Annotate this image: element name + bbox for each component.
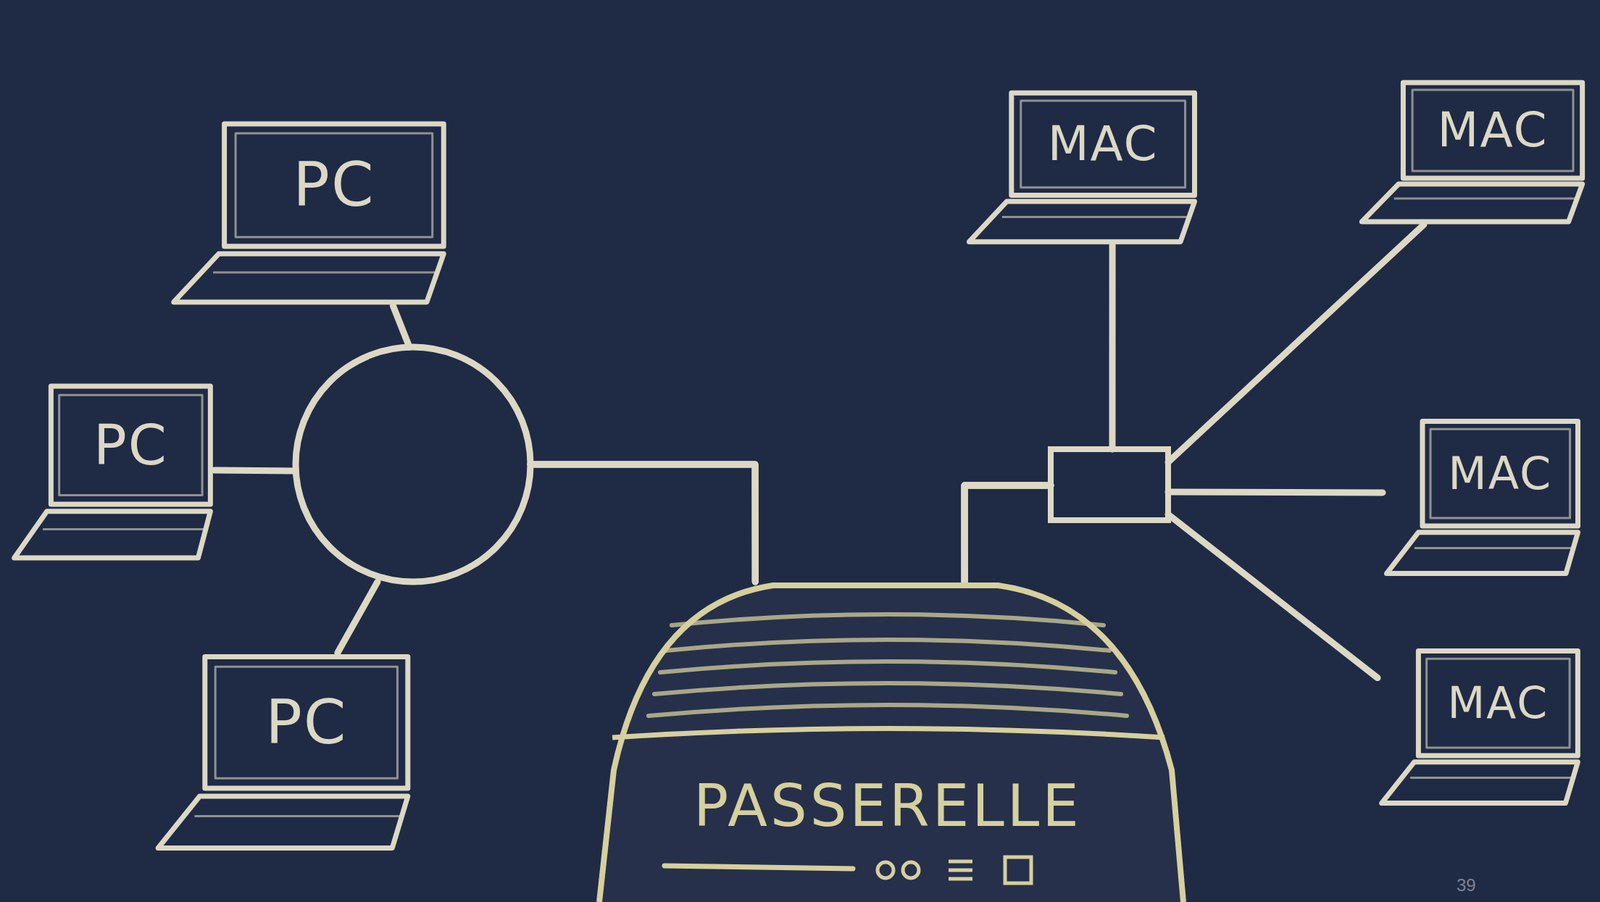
- computer-label: PC: [292, 152, 375, 217]
- computer-node: MAC: [964, 89, 1200, 245]
- network-cable: [964, 224, 1424, 582]
- page-number: 39: [1456, 875, 1477, 896]
- screen-label-area: MAC: [1402, 82, 1582, 179]
- gateway-label-area: PASSERELLE: [639, 763, 1136, 850]
- switch-box: [1050, 449, 1169, 521]
- computer-label: PC: [93, 416, 169, 475]
- gateway-node: PASSERELLE: [592, 581, 1184, 902]
- screen-label-area: PC: [224, 123, 445, 247]
- computer-node: MAC: [1382, 418, 1582, 577]
- laptop-outline: [1382, 418, 1582, 577]
- computer-node: PC: [168, 120, 450, 306]
- computer-node: MAC: [1377, 647, 1582, 807]
- network-cable: [964, 244, 1113, 582]
- computer-node: PC: [152, 652, 414, 853]
- gateway-outline: [592, 581, 1184, 902]
- screen-label-area: PC: [50, 386, 211, 505]
- computer-label: MAC: [1047, 118, 1159, 169]
- network-cable: [392, 305, 756, 582]
- screen-label-area: MAC: [1011, 92, 1195, 195]
- computer-node: PC: [10, 382, 215, 562]
- screen-label-area: MAC: [1422, 421, 1579, 527]
- gateway-label: PASSERELLE: [693, 776, 1082, 837]
- hub-circle: [295, 347, 531, 582]
- computer-node: MAC: [1357, 79, 1587, 225]
- screen-label-area: MAC: [1418, 650, 1578, 756]
- computer-label: MAC: [1437, 105, 1549, 156]
- screen-label-area: PC: [205, 657, 408, 790]
- network-cable: [964, 485, 1383, 582]
- computer-label: MAC: [1447, 680, 1550, 727]
- computer-label: MAC: [1447, 450, 1553, 498]
- computer-label: PC: [265, 690, 348, 755]
- laptop-outline: [1377, 647, 1582, 807]
- network-cable: [214, 464, 756, 582]
